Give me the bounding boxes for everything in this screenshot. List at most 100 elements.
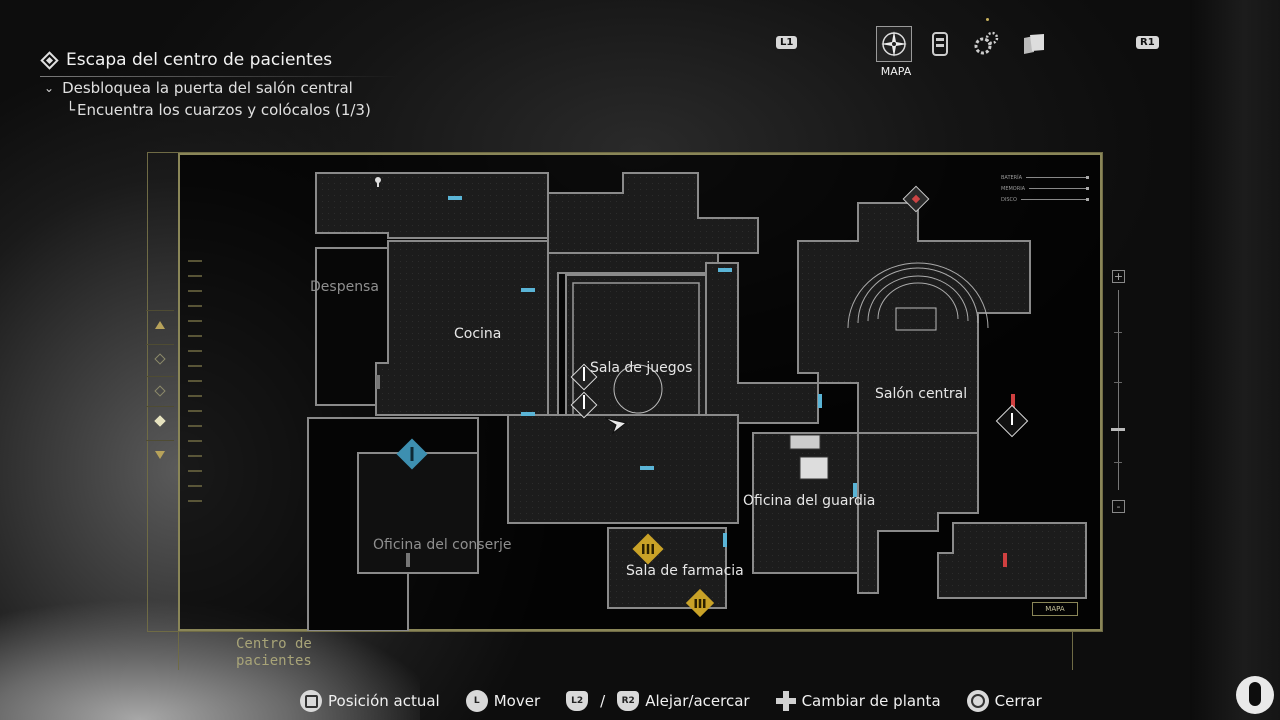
control-hints: Posición actual L Mover L2 / R2 Alejar/a… [300,688,1042,714]
inventory-icon [932,32,948,56]
tab-map[interactable] [876,26,912,62]
salon-staircase [847,262,989,331]
room-label-despensa: Despensa [310,279,379,295]
map-frame-outer [147,152,1103,632]
door-locked [376,375,380,389]
zoom-tick [1114,382,1122,383]
floor-name: Centro de pacientes [236,636,312,670]
floor-up-button[interactable] [146,310,174,338]
hint-zoom: Alejar/acercar [645,692,750,710]
legend-row: BATERÍA [1001,172,1089,183]
lock-icon [375,177,381,187]
frame-extension [178,632,179,670]
floor-selector [146,310,174,475]
objective-diamond-icon [40,50,59,70]
hint-close: Cerrar [994,692,1042,710]
floor-name-line2: pacientes [236,653,312,669]
triangle-down-icon [155,450,165,459]
zoom-track[interactable] [1118,290,1119,490]
zoom-out-button[interactable]: - [1112,500,1125,513]
room-label-cocina: Cocina [454,326,502,342]
storage-box-icon [789,434,821,450]
objectives-panel: Escapa del centro de pacientes ⌄ Desbloq… [40,50,400,119]
room-label-sala-farmacia: Sala de farmacia [626,563,744,579]
objective-step-text: Encuentra los cuarzos y colócalos (1/3) [77,101,371,119]
floor-item[interactable] [146,344,174,372]
r1-button[interactable]: R1 [1136,36,1159,49]
typewriter-icon [799,456,829,480]
objective-sub: ⌄ Desbloquea la puerta del salón central [44,79,400,97]
zoom-tick [1114,462,1122,463]
background-wall [1190,0,1280,720]
key-marker-icon [396,438,428,470]
legend-label: MEMORIA [1001,185,1026,192]
room-corridor-lower [507,414,739,524]
floor-diamond-icon [154,384,166,397]
square-button-icon [300,690,322,712]
item-marker-icon [995,404,1029,438]
zoom-slider[interactable]: + - [1104,232,1132,552]
room-salon-central [797,202,1031,434]
room-label-oficina-guardia: Oficina del guardia [743,493,876,509]
hint-position: Posición actual [328,692,440,710]
r2-trigger-icon: R2 [617,691,640,711]
dpad-icon [775,691,796,711]
l2-trigger-icon: L2 [566,691,589,711]
room-corridor-top [315,172,549,239]
room-top-center [547,172,759,254]
notification-dot [986,18,989,21]
hint-move: Mover [493,692,541,710]
objective-sub-text: Desbloquea la puerta del salón central [62,79,353,97]
circle-button-icon [966,690,989,712]
floor-item[interactable] [146,376,174,404]
room-cocina [375,240,549,416]
zoom-knob[interactable] [1111,428,1125,431]
chevron-down-icon: ⌄ [44,81,55,95]
left-stick-icon: L [465,690,488,712]
emblem-marker-icon [902,185,930,213]
floor-name-line1: Centro de [236,636,312,652]
map-canvas[interactable] [178,153,1102,631]
legend-row: DISCO [1001,194,1090,205]
map-ruler [188,260,202,510]
objective-main: Escapa del centro de pacientes [40,50,400,70]
map-legend: BATERÍA MEMORIA DISCO [1001,172,1090,206]
objective-step: └ Encuentra los cuarzos y colócalos (1/3… [66,101,400,119]
legend-label: DISCO [1001,196,1017,203]
item-marker-icon [570,391,598,419]
doors-red [1003,394,1015,567]
player-position-icon [604,417,628,435]
legend-row: MEMORIA [1001,183,1089,194]
room-right-lower [857,432,979,594]
gold-marker-icon [685,588,715,618]
files-icon [1024,34,1044,54]
floor-down-button[interactable] [146,440,174,468]
tab-inventory[interactable] [922,26,958,62]
gears-icon [974,31,999,55]
item-marker-icon [570,363,598,391]
logo-badge-icon [1236,676,1274,714]
player-radius [613,364,663,414]
compass-icon [881,31,907,57]
room-label-salon-central: Salón central [875,386,968,402]
floor-item-current[interactable] [146,406,174,434]
tab-upgrades[interactable] [968,26,1004,62]
slash: / [600,692,606,710]
objective-main-text: Escapa del centro de pacientes [66,50,333,70]
objective-divider [40,76,400,77]
l1-button[interactable]: L1 [776,36,798,49]
doors-blue [448,196,857,547]
room-right-corner [937,522,1087,599]
legend-label: BATERÍA [1001,174,1023,181]
room-label-sala-juegos: Sala de juegos [590,360,693,376]
zoom-in-button[interactable]: + [1112,270,1125,283]
frame-extension [1072,632,1073,670]
map-corner-tag: MAPA [1032,602,1078,616]
room-label-oficina-conserje: Oficina del conserje [373,537,512,553]
floor-diamond-active-icon [154,414,166,427]
tab-map-label: MAPA [880,65,912,78]
floor-diamond-icon [154,352,166,365]
door-locked [406,553,410,567]
menu-tabs: L1 R1 MAPA [760,18,1180,84]
tab-files[interactable] [1016,26,1052,62]
